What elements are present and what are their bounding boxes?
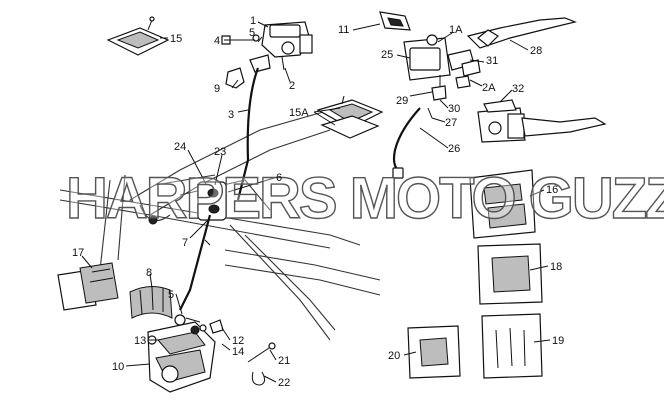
part-label-10: 10 (112, 361, 124, 373)
clutch-master-cylinder (477, 99, 607, 143)
part-label-30: 30 (448, 103, 460, 115)
part-label-27: 27 (445, 117, 457, 129)
pad-pin (247, 342, 276, 386)
part-label-13: 13 (134, 335, 146, 347)
part-label-1: 1 (250, 15, 256, 27)
part-label-29: 29 (396, 95, 408, 107)
part-label-12: 12 (232, 335, 244, 347)
part-label-17: 17 (72, 247, 84, 259)
part-label-32: 32 (512, 83, 524, 95)
part-label-4: 4 (214, 35, 220, 47)
brake-hose (179, 214, 212, 311)
part-label-2A: 2A (482, 82, 496, 94)
reservoir-cover (106, 16, 170, 56)
part-label-6: 6 (276, 172, 282, 184)
part-label-28: 28 (530, 45, 542, 57)
part-label-26: 26 (448, 143, 460, 155)
brake-caliper (147, 321, 216, 393)
part-label-3: 3 (228, 109, 234, 121)
part-label-1A: 1A (449, 24, 463, 36)
part-label-9: 9 (214, 83, 220, 95)
anti-rattle-spring (129, 286, 173, 319)
part-label-19: 19 (552, 335, 564, 347)
part-label-15A: 15A (289, 107, 309, 119)
part-labels: 1 1A 2 2A 3 4 5 5 6 7 8 9 10 11 12 13 14… (72, 15, 564, 389)
part-label-8: 8 (146, 267, 152, 279)
part-label-16: 16 (546, 184, 558, 196)
part-label-15: 15 (170, 33, 182, 45)
watermark-text: HARPERS MOTO GUZZI© (66, 166, 664, 231)
part-label-24: 24 (174, 141, 186, 153)
brake-pads (57, 262, 119, 311)
part-label-25: 25 (381, 49, 393, 61)
bleed-fittings (174, 314, 224, 334)
part-label-14: 14 (232, 346, 244, 358)
part-label-22: 22 (278, 377, 290, 389)
brake-light-switch (392, 107, 433, 179)
part-label-11: 11 (338, 24, 349, 36)
frame-clip (207, 188, 219, 198)
leader-lines (81, 21, 551, 383)
repair-kit-bags (407, 169, 543, 379)
part-label-23: 23 (214, 146, 226, 158)
part-label-31: 31 (486, 55, 498, 67)
part-label-18: 18 (550, 261, 562, 273)
part-label-7: 7 (182, 237, 188, 249)
part-label-2: 2 (289, 80, 295, 92)
front-master-cylinder (379, 11, 577, 101)
diaphragm (316, 95, 384, 139)
frame-bolt (148, 215, 158, 225)
part-label-5-top: 5 (249, 27, 255, 39)
part-label-21: 21 (278, 355, 290, 367)
part-label-20: 20 (388, 350, 400, 362)
rear-master-cylinder (221, 21, 313, 201)
frame-tubes (59, 109, 381, 341)
frame-clip (208, 204, 220, 214)
part-label-5-bottom: 5 (168, 289, 174, 301)
